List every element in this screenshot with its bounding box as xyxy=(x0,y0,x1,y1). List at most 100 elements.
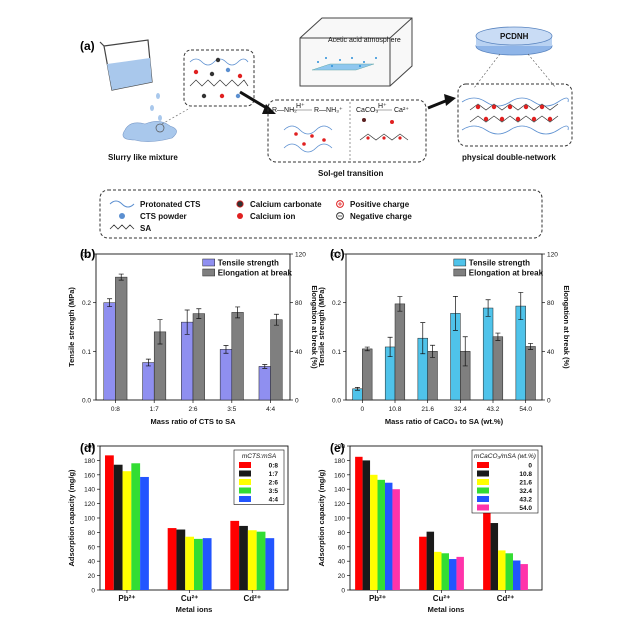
chart-b-error-bar xyxy=(223,345,229,354)
chart-d-legend-label: 3:5 xyxy=(269,488,279,495)
chart-e-bar-series-2 xyxy=(434,551,442,590)
legend-protonated-cts: Protonated CTS xyxy=(140,200,201,209)
chart-b-error-bar xyxy=(184,309,190,335)
chart-e-chart: 020406080100120140160180200Pb²⁺Cu²⁺Cd²⁺M… xyxy=(317,444,543,614)
mixture-inset xyxy=(183,49,255,107)
acetic-acid-chamber: Acetic acid atmosphere xyxy=(299,17,413,87)
legend-calcium-ion: Calcium ion xyxy=(250,212,295,221)
chart-d-bar-series-0 xyxy=(230,520,240,590)
panel-label-e: (e) xyxy=(330,441,345,455)
chart-e-bar-series-0 xyxy=(419,536,427,590)
chart-d-ytick-label: 140 xyxy=(84,487,95,494)
chart-b-ytick-left-label: 0.0 xyxy=(82,398,91,405)
chart-c-error-bar xyxy=(364,346,370,352)
chart-b-bar-tensile xyxy=(219,349,233,401)
chart-e-legend-label: 0 xyxy=(528,463,532,470)
chart-b-xtick-label: 1:7 xyxy=(150,406,159,413)
chart-c-legend-label: Tensile strength xyxy=(469,259,530,268)
sol-gel-inset: R—NH₂ H⁺ R—NH₃⁺ CaCO₃ H⁺ Ca²⁺ xyxy=(267,99,427,163)
chart-b-xtick-label: 2:6 xyxy=(188,406,197,413)
chart-e-xtick-label: Pb²⁺ xyxy=(369,594,386,603)
beaker-icon xyxy=(99,39,153,91)
chart-d-ytick-label: 40 xyxy=(88,559,96,566)
chart-d-ytick-label: 180 xyxy=(84,458,95,465)
chart-e-ytick-label: 140 xyxy=(334,487,345,494)
chart-d-xlabel: Metal ions xyxy=(176,605,213,614)
chart-c-error-bar xyxy=(462,336,468,367)
droplets-icon xyxy=(150,93,162,121)
sol-gel-label: Sol-gel transition xyxy=(318,169,383,178)
chart-c-error-bar xyxy=(485,299,491,317)
chart-d-legend-label: 0:8 xyxy=(269,463,279,470)
chart-c-error-bar xyxy=(397,296,403,312)
chart-d-ytick-label: 100 xyxy=(84,516,95,523)
chart-d-bar-series-2 xyxy=(185,536,194,590)
chart-c-ytick-left-label: 0.1 xyxy=(332,349,341,356)
chart-e-legend-swatch xyxy=(477,504,489,511)
chart-d-legend-swatch xyxy=(239,496,251,502)
panel-label-b: (b) xyxy=(80,247,95,261)
chart-d-ytick-label: 120 xyxy=(84,501,95,508)
dark-dot-icon xyxy=(236,200,244,208)
chart-d-ytick-label: 60 xyxy=(88,544,96,551)
chart-b-bar-tensile xyxy=(142,362,155,401)
chart-e-ytick-label: 0 xyxy=(341,588,345,595)
chart-b-error-bar xyxy=(235,306,241,319)
chart-e-ylabel: Adsorption capacity (mg/g) xyxy=(317,469,326,567)
chart-d-ylabel: Adsorption capacity (mg/g) xyxy=(67,469,76,567)
zigzag-line-icon xyxy=(109,224,135,230)
chart-e-bar-series-1 xyxy=(426,531,435,590)
chart-b-xtick-label: 0:8 xyxy=(111,406,120,413)
chart-c-ytick-left-label: 0.2 xyxy=(332,300,341,307)
chart-b-error-bar xyxy=(196,308,202,319)
powder-dot-icon xyxy=(119,213,125,219)
pcdnh-label: PCDNH xyxy=(500,32,529,41)
chart-e-legend-swatch xyxy=(477,496,489,502)
chart-d-bar-series-0 xyxy=(105,455,114,590)
chart-e-ytick-label: 160 xyxy=(334,472,345,479)
panel-label-d: (d) xyxy=(80,441,95,455)
chart-d-bar-series-2 xyxy=(122,471,132,590)
chart-d-xtick-label: Pb²⁺ xyxy=(118,594,135,603)
chart-c-ytick-left-label: 0.3 xyxy=(332,252,341,259)
chart-b-bar-elongation xyxy=(231,312,244,401)
legend-calcium-carbonate: Calcium carbonate xyxy=(250,200,322,209)
chart-b-xtick-label: 4:4 xyxy=(266,406,275,413)
chart-d-bar-series-1 xyxy=(176,529,186,590)
chart-e-xlabel: Metal ions xyxy=(428,605,465,614)
chart-e-ytick-label: 120 xyxy=(334,501,345,508)
chart-c-error-bar xyxy=(420,322,426,355)
chart-c-error-bar xyxy=(495,332,501,341)
chart-c-bar-elongation xyxy=(492,336,504,401)
chart-e-bar-series-4 xyxy=(384,482,393,590)
chart-e-legend-label: 32.4 xyxy=(519,488,532,495)
chart-b-legend-swatch xyxy=(202,258,215,267)
chart-e-xtick-label: Cd²⁺ xyxy=(497,594,515,603)
chart-e-ytick-label: 40 xyxy=(338,559,346,566)
chart-b-error-bar xyxy=(262,364,268,369)
chart-e-ytick-label: 200 xyxy=(334,444,345,451)
chart-d-legend-label: 2:6 xyxy=(269,480,279,487)
chart-c-bar-elongation xyxy=(525,346,536,401)
chart-e-ytick-label: 180 xyxy=(334,458,345,465)
chart-b-bar-tensile xyxy=(258,366,271,401)
chart-e-bar-series-1 xyxy=(490,523,499,590)
chart-b-error-bar xyxy=(118,273,124,281)
chart-d-legend-swatch xyxy=(239,462,251,468)
reaction-reactant-right: CaCO₃ xyxy=(356,107,378,114)
chart-b-error-bar xyxy=(107,298,113,307)
chart-b-ytick-right-label: 0 xyxy=(295,398,299,405)
chart-e-ytick-label: 80 xyxy=(338,530,346,537)
panel-label-a: (a) xyxy=(80,39,95,53)
chart-d-bar-series-3 xyxy=(131,463,141,590)
chart-d-bar-series-4 xyxy=(265,538,275,590)
wave-line-icon xyxy=(109,200,135,208)
chart-c-legend-swatch xyxy=(453,268,467,277)
reaction-proton-left: H⁺ xyxy=(296,103,305,110)
chart-b-bar-elongation xyxy=(192,313,205,401)
chart-d-legend-box xyxy=(233,449,285,505)
